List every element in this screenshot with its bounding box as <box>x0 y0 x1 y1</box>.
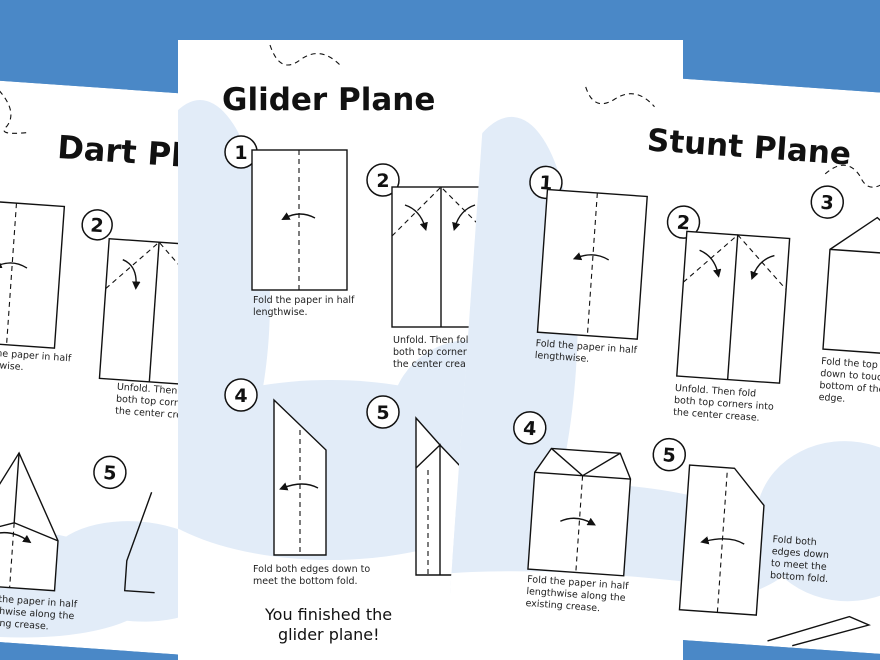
dotted-flight-path-icon <box>824 164 880 188</box>
step-1-diagram <box>536 188 648 340</box>
fold-arrow-icon <box>572 252 610 261</box>
step-number: 2 <box>90 214 105 237</box>
sheet-title: Glider Plane <box>222 82 435 118</box>
step-number: 1 <box>234 142 247 164</box>
step-caption: Fold the paper in halflengthwise along t… <box>525 574 629 616</box>
step-number-badge <box>366 395 400 429</box>
step-1-diagram <box>251 149 348 291</box>
step-number-badge <box>652 437 687 472</box>
step-number: 5 <box>376 402 389 424</box>
fold-arrow-icon <box>281 212 316 220</box>
dotted-flight-path-icon <box>0 90 27 134</box>
fold-arrow-icon <box>699 249 722 278</box>
fold-arrow-icon <box>122 259 141 290</box>
step-number-badge <box>513 411 547 445</box>
fold-arrow-icon <box>404 204 428 232</box>
step-number-badge <box>81 209 113 241</box>
step-number-badge <box>93 455 127 490</box>
step-number-badge <box>224 378 258 412</box>
step-number: 5 <box>662 444 677 467</box>
fold-arrow-icon <box>700 536 745 545</box>
fold-arrow-icon <box>560 517 596 526</box>
step-caption: Fold the topdown to touchbottom of theed… <box>818 356 880 408</box>
step-number: 2 <box>376 170 389 192</box>
step-number: 2 <box>676 212 691 235</box>
step-number-badge <box>666 205 701 239</box>
step-5-diagram <box>678 464 765 616</box>
finished-plane-diagram <box>767 615 871 647</box>
step-number: 5 <box>102 462 117 485</box>
fold-arrow-icon <box>279 482 319 491</box>
fold-arrow-icon <box>452 204 476 232</box>
dotted-flight-path-icon <box>269 44 341 66</box>
step-number: 4 <box>234 385 247 407</box>
dart-plane-sheet: Dart Plane Fold the paper in halflengthw… <box>0 75 250 657</box>
step-caption: Fold the paper in halflengthwise. <box>534 338 637 368</box>
fold-arrow-icon <box>0 260 28 269</box>
step-number-badge <box>810 185 845 219</box>
step-caption: Fold bothedges downto meet thebottom fol… <box>770 534 831 585</box>
step-number: 4 <box>522 417 537 440</box>
step-1-diagram <box>0 199 66 349</box>
step-3-diagram <box>822 216 880 357</box>
fold-arrow-icon <box>750 254 775 281</box>
step-number: 3 <box>820 192 835 215</box>
dotted-flight-path-icon <box>585 86 655 108</box>
fold-arrow-icon <box>0 531 32 544</box>
step-number-badge <box>366 163 400 197</box>
